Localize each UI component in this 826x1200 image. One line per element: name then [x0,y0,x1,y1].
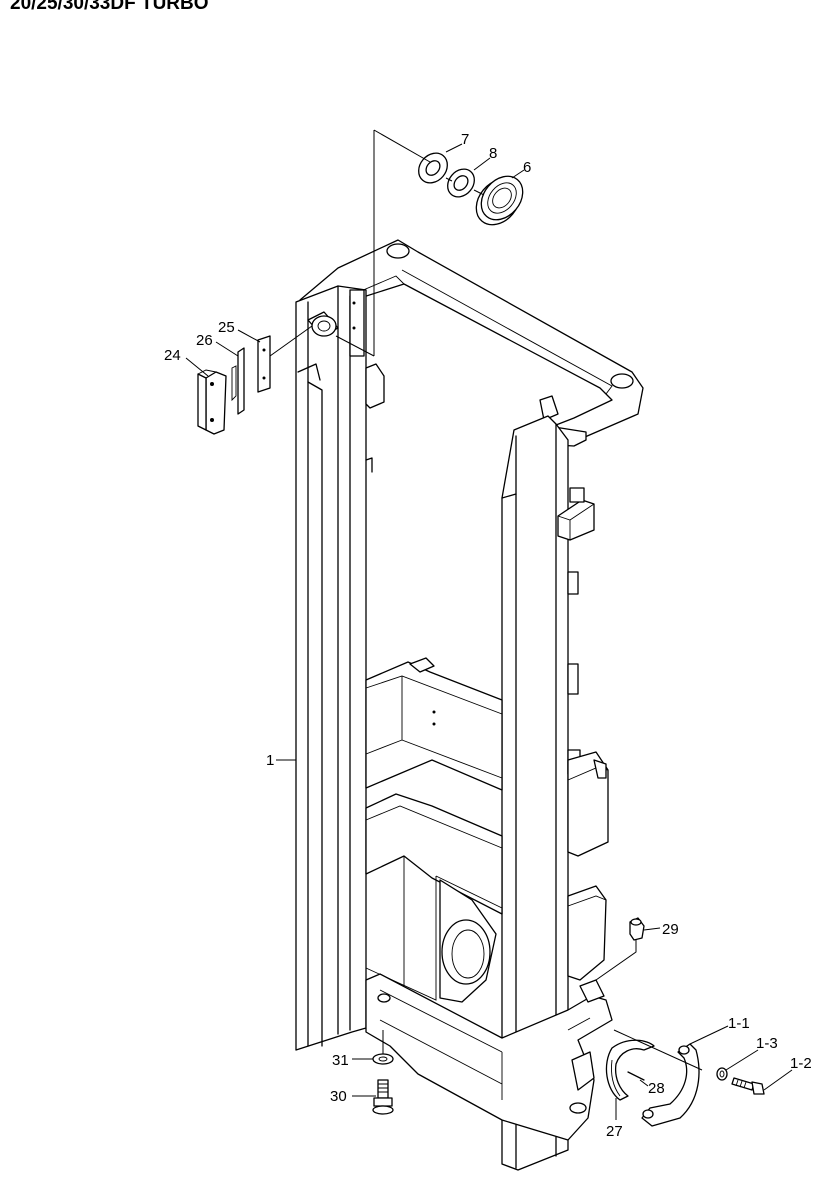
washer-7 [418,152,448,184]
callout-26: 26 [196,332,213,349]
top-hole-left [386,243,410,259]
cap-1-1 [641,1043,700,1127]
callout-30: 30 [330,1088,347,1105]
callout-1: 1 [266,752,274,769]
callout-1-1: 1-1 [728,1015,750,1032]
page-header: 20/25/30/33DF TURBO [10,0,209,14]
bolt-30 [372,1079,394,1115]
callout-25: 25 [218,319,235,336]
callout-29: 29 [662,921,679,938]
grease-nipple-29 [629,917,645,941]
callout-31: 31 [332,1052,349,1069]
top-hole-right [610,373,634,389]
right-rail [501,415,569,1171]
left-rail [295,285,367,1051]
washer-1-3 [716,1067,728,1081]
bushing-27 [605,1039,655,1101]
callout-24: 24 [164,347,181,364]
pin-28 [627,1071,645,1081]
callout-28: 28 [648,1080,665,1097]
washer-31 [372,1053,394,1065]
lower-crossmember [365,793,503,915]
shim-8 [447,168,475,198]
bearing-6 [475,175,524,226]
callout-1-2: 1-2 [790,1055,812,1072]
callout-7: 7 [461,131,469,148]
shim-25 [257,335,271,393]
bottom-crossbar [365,973,613,1141]
callout-27: 27 [606,1123,623,1140]
outer-mast-frame [295,239,644,1171]
plate-24 [197,369,227,435]
leader-lines [185,129,793,1120]
shim-26 [231,347,245,415]
callout-1-3: 1-3 [756,1035,778,1052]
callout-6: 6 [523,159,531,176]
callout-8: 8 [489,145,497,162]
bolt-1-2 [731,1077,765,1095]
